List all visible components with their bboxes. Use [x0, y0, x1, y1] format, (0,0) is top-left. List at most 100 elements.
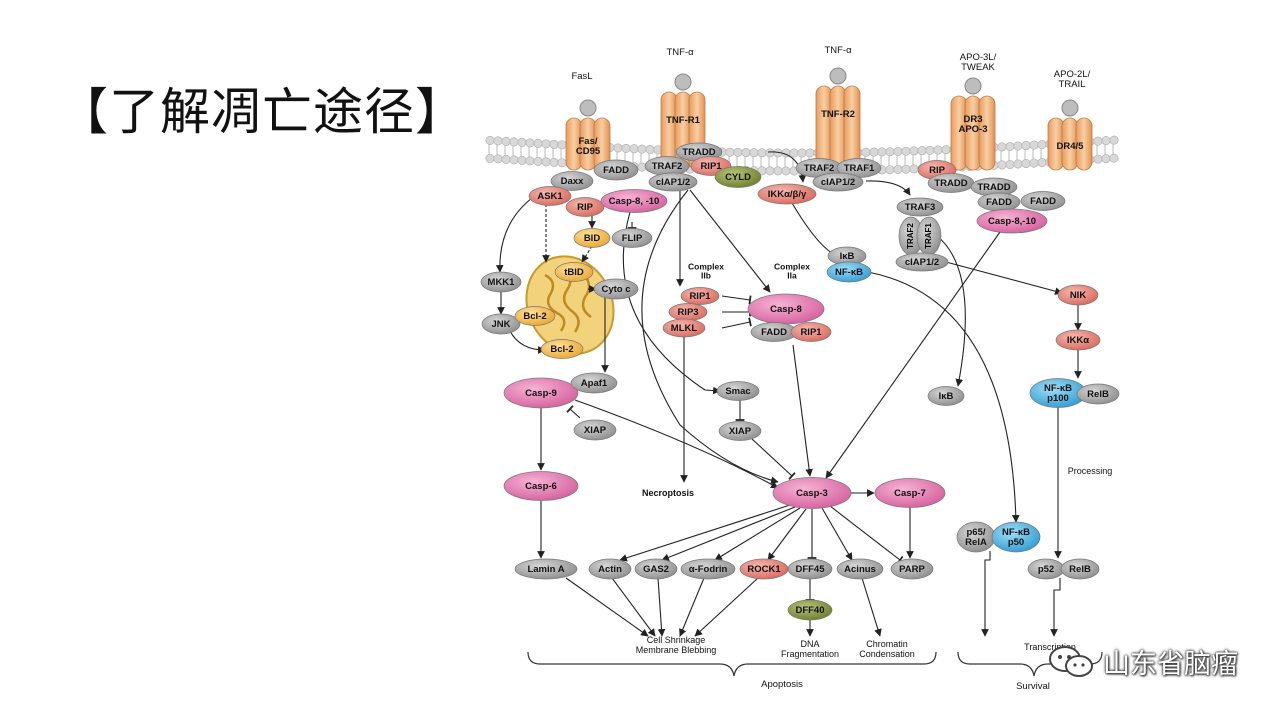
- node-rock1: ROCK1: [739, 558, 789, 580]
- node-label-traf1b: TRAF1: [844, 163, 875, 174]
- node-label-tradd2: TRADD: [934, 178, 967, 189]
- node-label-rip1b: RIP1: [689, 291, 711, 302]
- edge-casp8-to-casp3: [792, 344, 813, 477]
- node-label-casp7: Casp-7: [894, 488, 926, 499]
- node-rip1b: RIP1: [680, 287, 720, 305]
- node-fadd2: FADD: [977, 192, 1021, 212]
- ligand-label-dr3: APO-3L/TWEAK: [960, 51, 997, 72]
- edge-casp3-to-actin: [619, 504, 791, 562]
- slide-title: 【了解凋亡途径】: [58, 83, 466, 141]
- node-label-tradd1: TRADD: [682, 147, 715, 158]
- apoptosis-brace: [527, 651, 937, 677]
- node-bid: BID: [573, 228, 611, 248]
- node-label-rip_b: RIP: [929, 165, 946, 176]
- node-label-smac: Smac: [725, 386, 750, 397]
- node-relb1: RelB: [1076, 383, 1120, 405]
- ligand-label-tnfr1: TNF-α: [666, 47, 694, 58]
- node-label-relb2: RelB: [1069, 564, 1091, 575]
- node-ikka: IKKα: [1055, 329, 1101, 351]
- ligand-label-fas: FasL: [571, 71, 592, 82]
- edge-relb-to-transcription: [1050, 578, 1061, 637]
- node-traf2a: TRAF2: [644, 156, 690, 176]
- node-label-mkk1: MKK1: [488, 277, 516, 288]
- outcome-braces: [527, 651, 1103, 677]
- node-cytoc: Cyto c: [593, 278, 639, 300]
- node-p52: p52: [1027, 558, 1065, 580]
- edge-acinus-to-chromatin: [861, 577, 882, 637]
- node-casp810a: Casp-8, -10: [600, 189, 668, 213]
- node-casp7: Casp-7: [874, 478, 946, 508]
- node-rip_a: RIP: [565, 197, 605, 217]
- edge-casp3-inhibit-parp: [829, 505, 904, 565]
- node-ikk: IKKα/β/γ: [757, 183, 817, 205]
- node-label-acinus: Acinus: [844, 564, 876, 575]
- node-casp3: Casp-3: [772, 477, 852, 509]
- edge-nfkb-to-p50: [867, 271, 1020, 523]
- label-necroptosis: Necroptosis: [642, 488, 694, 498]
- node-label-casp3: Casp-3: [796, 488, 828, 499]
- node-label-nfkb1: NF-κB: [835, 267, 863, 278]
- edge-casp810-to-casp3: [641, 189, 779, 485]
- edge-to-complex2a: [689, 189, 771, 293]
- node-label-rip1a: RIP1: [700, 161, 722, 172]
- node-label-fadd3: FADD: [1030, 196, 1056, 207]
- edge-casp3-to-fodrin: [714, 507, 801, 561]
- node-label-casp6: Casp-6: [525, 481, 557, 492]
- node-label-cytoc: Cyto c: [601, 284, 630, 295]
- node-bcl2b: Bcl-2: [540, 339, 584, 359]
- node-mlkl: MLKL: [662, 318, 706, 338]
- label-transcription: Transcription: [1024, 642, 1076, 652]
- watermark-text: 山东省脑瘤: [1103, 649, 1238, 680]
- node-label-ciap12b: cIAP1/2: [821, 177, 855, 188]
- node-parp: PARP: [890, 558, 934, 580]
- node-label-parp: PARP: [899, 564, 925, 575]
- node-label-ciap12a: cIAP1/2: [656, 177, 690, 188]
- edge-ask1-to-mkk1: [495, 197, 533, 273]
- edge-casp3-to-rock1: [767, 508, 807, 561]
- edge-to-ikb2: [935, 234, 966, 387]
- ligand-tnfr1-icon: [674, 73, 692, 91]
- node-nfkb1: NF-κB: [826, 261, 872, 283]
- node-label-rip_a: RIP: [577, 202, 594, 213]
- node-rip3: RIP3: [668, 303, 708, 321]
- node-label-rip1c: RIP1: [800, 327, 822, 338]
- edge-casp9-to-casp3: [574, 399, 779, 489]
- node-ask1: ASK1: [528, 186, 572, 206]
- node-label-fodrin: α-Fodrin: [689, 564, 728, 575]
- edge-casp3-to-acinus: [821, 507, 853, 561]
- ligand-dr45-icon: [1061, 99, 1079, 117]
- node-acinus: Acinus: [836, 558, 884, 580]
- node-label-laminA: Lamin A: [527, 564, 564, 575]
- node-label-apaf1: Apaf1: [581, 378, 608, 389]
- node-label-p52: p52: [1038, 564, 1054, 575]
- node-fadd4: FADD: [750, 322, 798, 342]
- node-flip: FLIP: [611, 228, 653, 248]
- receptor-label-dr45: DR4/5: [1057, 141, 1085, 152]
- node-tradd2: TRADD: [927, 173, 975, 193]
- ligand-dr3-icon: [964, 77, 982, 95]
- node-label-ikb2: IκB: [939, 391, 954, 402]
- node-rip1c: RIP1: [790, 322, 832, 342]
- node-label-ikk: IKKα/β/γ: [768, 189, 807, 200]
- node-bcl2a: Bcl-2: [514, 306, 556, 326]
- node-label-traf2b: TRAF2: [804, 163, 835, 174]
- node-daxx: Daxx: [550, 171, 594, 191]
- edge-ciap-to-nik: [945, 261, 1063, 295]
- node-label-fadd4: FADD: [761, 327, 787, 338]
- node-label-traf2a: TRAF2: [652, 161, 683, 172]
- edge-p65-to-transcription: [981, 551, 991, 637]
- node-fodrin: α-Fodrin: [680, 558, 736, 580]
- label-apoptosis: Apoptosis: [761, 679, 803, 690]
- receptor-label-tnfr2: TNF-R2: [821, 109, 855, 120]
- node-label-ciap12c: cIAP1/2: [905, 257, 939, 268]
